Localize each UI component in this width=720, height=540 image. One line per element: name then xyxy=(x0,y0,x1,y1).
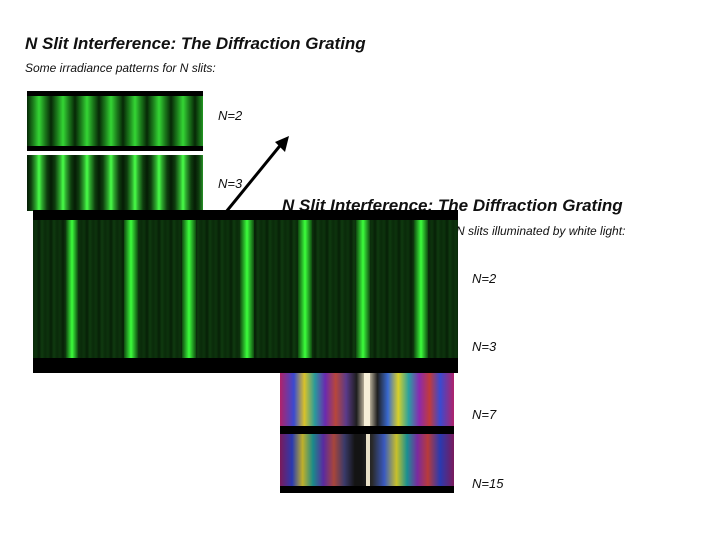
central-fringe xyxy=(364,373,370,426)
slide1-label-n2: N=2 xyxy=(218,108,243,123)
pattern-border xyxy=(27,146,203,151)
pattern-n7-green-large xyxy=(33,210,458,373)
slide2-label-n2: N=2 xyxy=(472,271,497,286)
slide2-label-n15: N=15 xyxy=(472,476,504,491)
slide1-label-n3: N=3 xyxy=(218,176,243,191)
central-fringe xyxy=(366,434,370,486)
pattern-n15-white-light xyxy=(280,434,454,486)
slide2-label-n7: N=7 xyxy=(472,407,497,422)
pattern-n2-green xyxy=(27,91,203,151)
pattern-n3-green xyxy=(27,155,203,211)
fringe-primary xyxy=(182,220,196,358)
slide2-subtitle: N slits illuminated by white light: xyxy=(456,224,626,238)
fringe-primary xyxy=(298,220,312,358)
fringe-primary xyxy=(124,220,138,358)
fringe-primary xyxy=(356,220,370,358)
pattern-n7-white-light xyxy=(280,373,454,426)
pattern-border xyxy=(27,91,203,96)
slide2-label-n3: N=3 xyxy=(472,339,497,354)
fringe-primary xyxy=(240,220,254,358)
pattern-border xyxy=(280,486,454,493)
fringe-primary xyxy=(66,220,78,358)
slide1-subtitle: Some irradiance patterns for N slits: xyxy=(25,61,216,75)
pattern-divider xyxy=(280,426,454,434)
fringe-primary xyxy=(414,220,428,358)
slide1-title: N Slit Interference: The Diffraction Gra… xyxy=(25,34,366,53)
